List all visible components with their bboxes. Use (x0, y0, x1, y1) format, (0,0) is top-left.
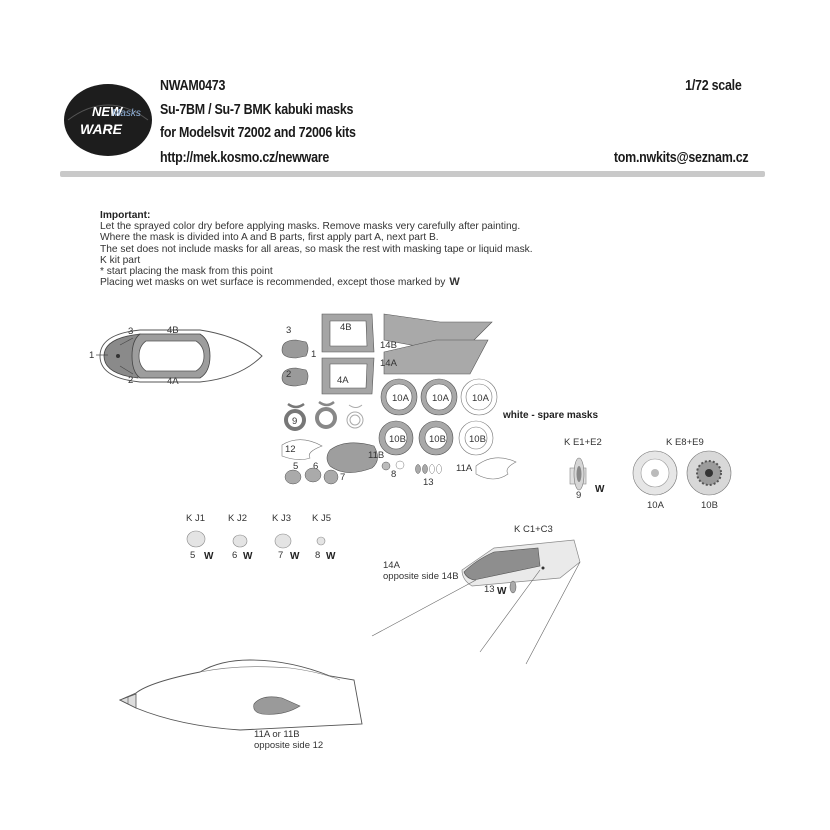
spare-masks-note: white - spare masks (502, 410, 598, 421)
mask-part-13-row (415, 464, 442, 474)
mask-label-9: 9 (292, 416, 297, 427)
mask-label-4a: 4A (337, 375, 349, 386)
kj-num-7: 7 (278, 550, 283, 561)
mask-label-10b-1: 10B (389, 434, 406, 445)
logo-text-new: NEW (92, 104, 124, 119)
kj-num-5: 5 (190, 550, 195, 561)
wet-line-text: Placing wet masks on wet surface is reco… (100, 277, 446, 289)
wheel-label-10a: 10A (647, 500, 665, 511)
notes-title: Important: (100, 210, 151, 221)
kj-w-8: W (326, 551, 336, 562)
website-link[interactable]: http://mek.kosmo.cz/newware (160, 150, 330, 166)
kc-w-mark: W (497, 586, 507, 597)
kj-label-j1: K J1 (186, 513, 205, 524)
wheel-w-mark: W (595, 484, 605, 495)
product-code: NWAM0473 (160, 78, 226, 94)
logo-text-ware: WARE (80, 121, 123, 137)
header-divider (60, 171, 765, 177)
product-subtitle: for Modelsvit 72002 and 72006 kits (160, 125, 356, 141)
product-title: Su-7BM / Su-7 BMK kabuki masks (160, 102, 354, 118)
kc-label: K C1+C3 (514, 524, 553, 535)
canopy-label-3: 3 (128, 326, 133, 337)
notes-line: K kit part (100, 254, 141, 266)
kj-num-8: 8 (315, 550, 320, 561)
kj-num-6: 6 (232, 550, 237, 561)
fuselage-label-2: opposite side 12 (254, 740, 323, 751)
mask-part-4a (321, 357, 375, 395)
mask-part-11b (326, 442, 378, 473)
notes-line-wet: Placing wet masks on wet surface is reco… (100, 276, 533, 289)
scale-label: 1/72 scale (685, 78, 743, 94)
mask-label-6: 6 (313, 461, 318, 472)
notes-line: The set does not include masks for all a… (100, 243, 533, 255)
notes-line: * start placing the mask from this point (100, 266, 273, 278)
mask-label-11b: 11B (368, 450, 384, 461)
wheel-label-10b: 10B (701, 500, 718, 511)
mask-label-10a-2: 10A (432, 393, 450, 404)
mask-layout: 3 2 1 4B 4A 14B 14A 10A 10A (281, 313, 598, 488)
wet-mark-w: W (449, 276, 460, 289)
kj-label-j2: K J2 (228, 513, 247, 524)
mask-part-4b (321, 313, 375, 353)
mask-label-11a: 11A (456, 463, 473, 474)
mask-label-4b: 4B (340, 322, 352, 333)
notes-line: Where the mask is divided into A and B p… (100, 232, 439, 244)
wheel-e8-e9: K E8+E9 10A 10B (632, 437, 732, 511)
mask-label-5: 5 (293, 461, 298, 472)
fuselage-label-1: 11A or 11B (254, 729, 300, 740)
mask-10b-row: 10B 10B 10B (378, 420, 494, 456)
mask-part-12 (281, 439, 323, 460)
mask-label-10b-3: 10B (469, 434, 486, 445)
kj-w-6: W (243, 551, 253, 562)
wheel-label-ke8: K E8+E9 (666, 437, 704, 448)
kc-13-label: 13 (484, 584, 495, 595)
kc-14a-label: 14A (383, 560, 401, 571)
notes-line: Let the sprayed color dry before applyin… (100, 221, 521, 233)
kj-w-7: W (290, 551, 300, 562)
mask-label-10b-2: 10B (429, 434, 446, 445)
canopy-diagram: 1 3 2 4B 4A (89, 325, 263, 387)
mask-part-7 (323, 469, 339, 485)
logo-text-masks: Masks (112, 108, 141, 119)
mask-part-2 (281, 367, 309, 387)
mask-part-11a (475, 457, 517, 480)
mask-label-12: 12 (285, 444, 296, 455)
important-notes: Important: Let the sprayed color dry bef… (100, 210, 533, 288)
mask-label-7: 7 (340, 472, 345, 483)
mask-label-14b: 14B (380, 340, 397, 351)
new-ware-logo-icon: NEW Masks WARE (64, 84, 152, 156)
mask-label-8: 8 (391, 469, 396, 480)
mask-label-10a-1: 10A (392, 393, 410, 404)
mask-10a-row: 10A 10A 10A (380, 378, 498, 416)
canopy-label-4b: 4B (167, 325, 179, 336)
mask-label-10a-3: 10A (472, 393, 490, 404)
fuselage-diagram: 11A or 11B opposite side 12 (118, 659, 363, 751)
wheel-e1-e2: K E1+E2 9 W (564, 437, 605, 501)
wheel-label-9: 9 (576, 490, 581, 501)
kc-opposite-label: opposite side 14B (383, 571, 459, 582)
mask-label-13: 13 (423, 477, 434, 488)
mask-label-3: 3 (286, 325, 291, 336)
mask-part-14a (383, 339, 489, 375)
mask-label-1: 1 (311, 349, 316, 360)
kj-label-j5: K J5 (312, 513, 331, 524)
kj-w-5: W (204, 551, 214, 562)
mask-part-5 (284, 469, 302, 485)
kj-label-j3: K J3 (272, 513, 291, 524)
email-link[interactable]: tom.nwkits@seznam.cz (613, 150, 748, 166)
kit-part-c-diagram: K C1+C3 14A opposite side 14B 13 W (371, 524, 581, 665)
canopy-label-1: 1 (89, 350, 94, 361)
mask-9-row: 9 (284, 400, 364, 431)
mask-part-3 (281, 339, 309, 359)
mask-label-14a: 14A (380, 358, 398, 369)
wheel-label-ke1: K E1+E2 (564, 437, 602, 448)
canopy-label-2: 2 (128, 375, 133, 386)
mask-label-2: 2 (286, 369, 291, 380)
kit-part-j-row: K J1 K J2 K J3 K J5 5 W 6 W 7 W 8 W (186, 513, 336, 562)
canopy-label-4a: 4A (167, 376, 179, 387)
mask-part-6 (304, 467, 322, 483)
